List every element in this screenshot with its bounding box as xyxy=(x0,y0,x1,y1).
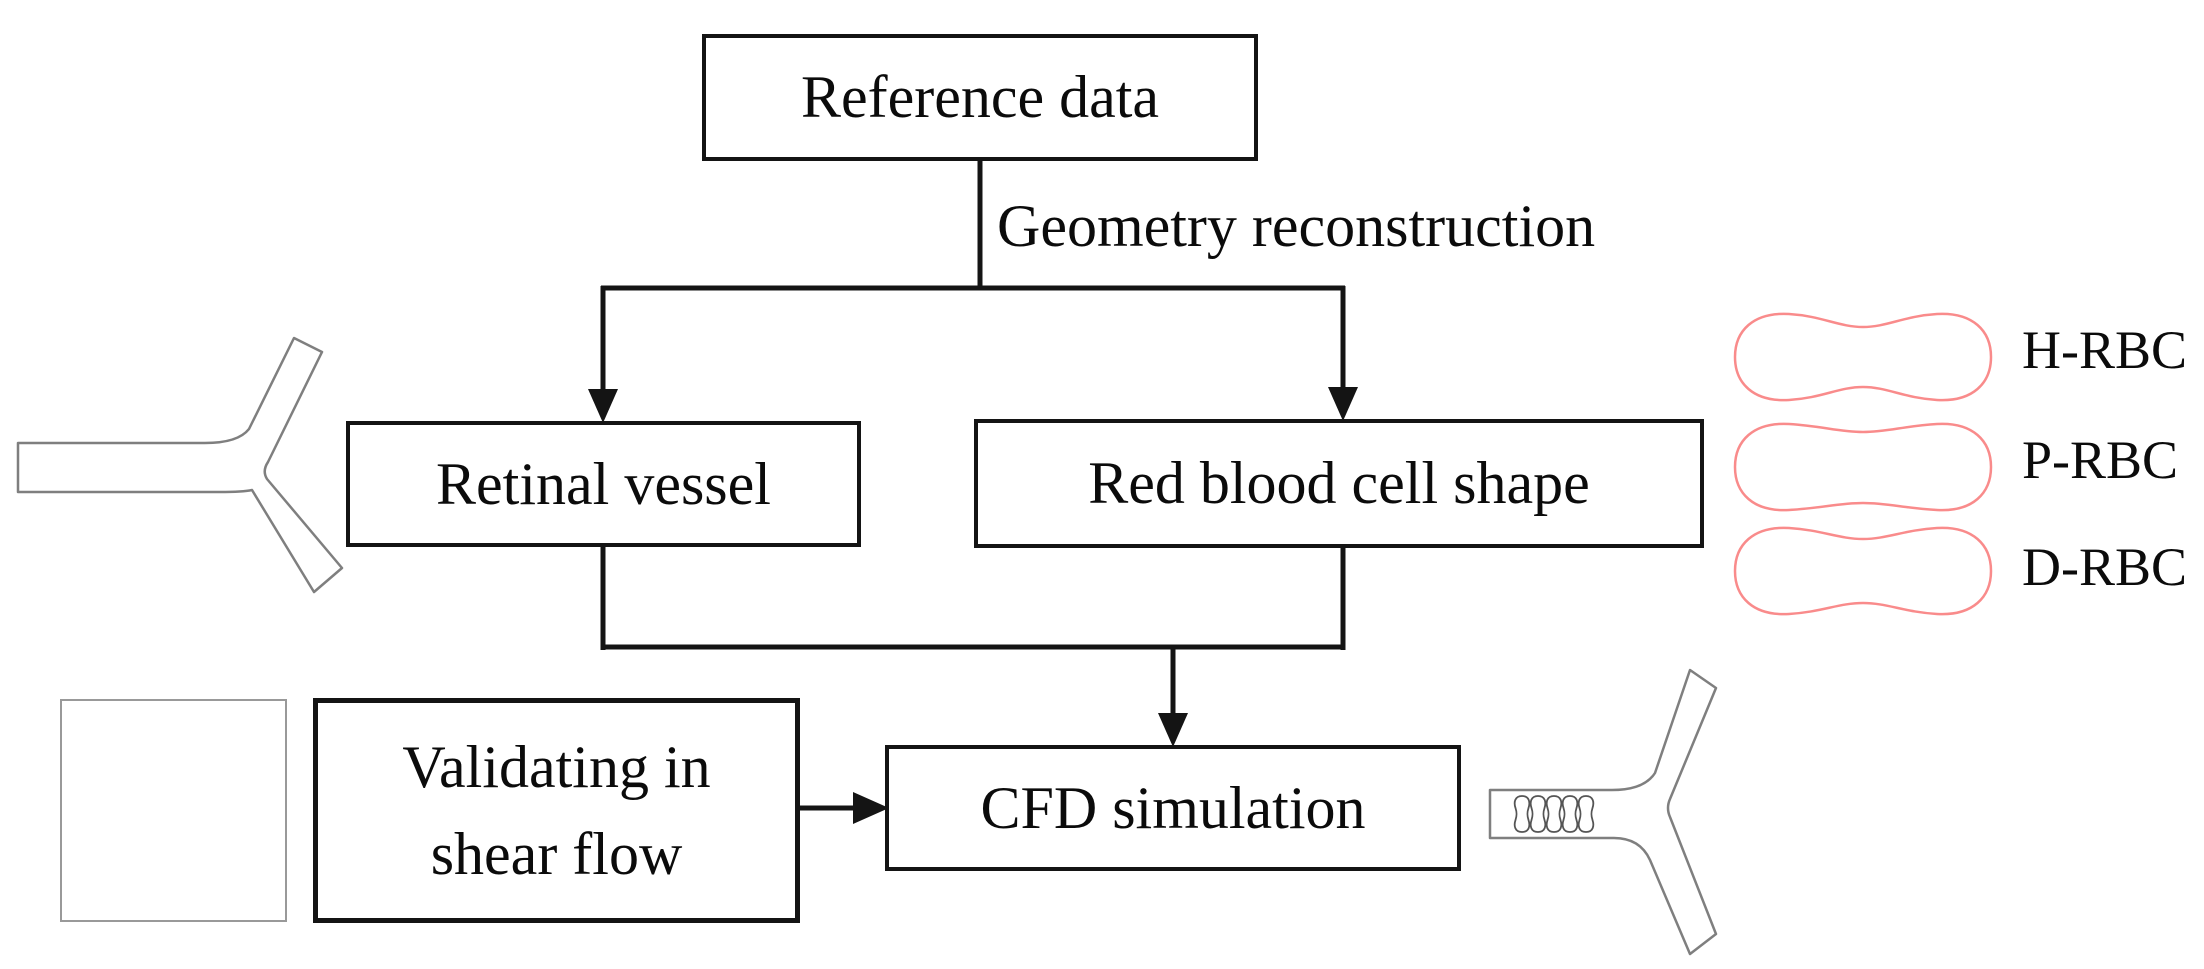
rbc-outline-h xyxy=(1733,312,1993,402)
node-red-blood-cell-shape: Red blood cell shape xyxy=(974,419,1704,548)
arrowhead-validation-icon xyxy=(853,792,889,824)
arrowhead-retinal-icon xyxy=(588,389,618,423)
arrowhead-rbc-shape-icon xyxy=(1328,387,1358,421)
shear-flow-domain-square xyxy=(60,699,287,922)
left-vessel-bifurcation-shape xyxy=(16,336,344,594)
label-h-rbc: H-RBC xyxy=(2022,320,2188,380)
rbc-outline-p xyxy=(1733,422,1993,512)
geometry-reconstruction-label: Geometry reconstruction xyxy=(997,193,1596,259)
label-d-rbc: D-RBC xyxy=(2022,537,2188,597)
right-vessel-bifurcation-shape xyxy=(1488,668,1718,956)
rbc-outline-d xyxy=(1733,526,1993,616)
node-validating-shear-flow: Validating in shear flow xyxy=(313,698,800,923)
node-cfd-simulation: CFD simulation xyxy=(885,745,1461,871)
node-reference-data: Reference data xyxy=(702,34,1258,161)
node-retinal-vessel: Retinal vessel xyxy=(346,421,861,547)
validating-line-1: Validating in xyxy=(402,733,711,800)
arrowhead-cfd-icon xyxy=(1158,713,1188,747)
validating-line-2: shear flow xyxy=(430,820,683,887)
label-p-rbc: P-RBC xyxy=(2022,430,2179,490)
